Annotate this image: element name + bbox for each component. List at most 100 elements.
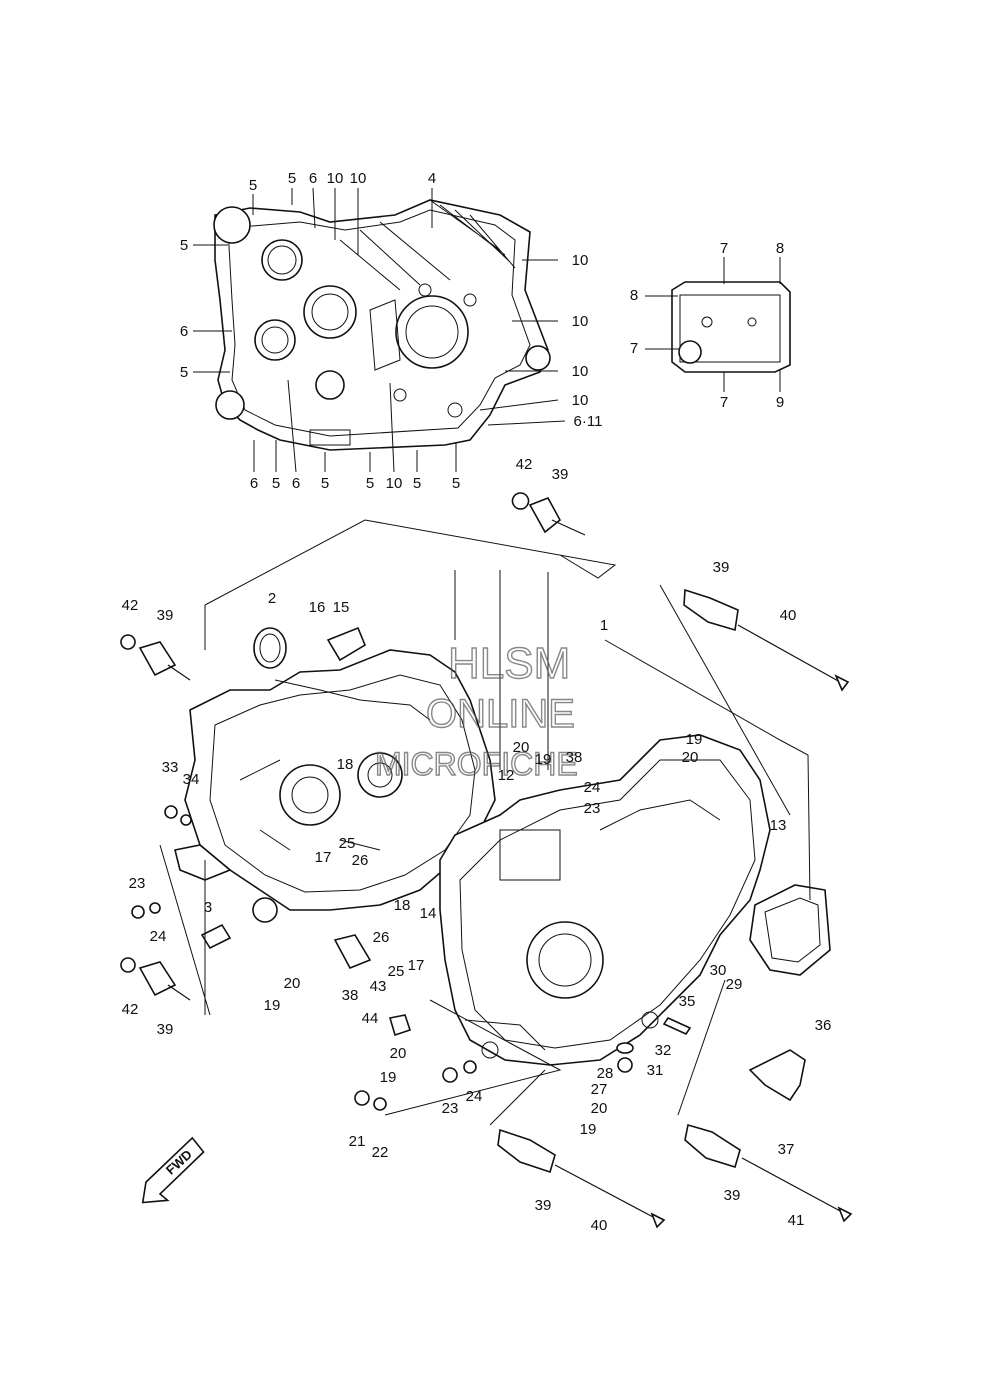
callout: 19 — [580, 1121, 597, 1138]
callout: 25 — [339, 835, 356, 852]
callout: 19 — [264, 997, 281, 1014]
callout: 5 — [272, 475, 280, 492]
callout: 41 — [788, 1212, 805, 1229]
callout: 9 — [776, 394, 784, 411]
callout: 23 — [584, 800, 601, 817]
callout: 32 — [655, 1042, 672, 1059]
callout: 30 — [710, 962, 727, 979]
callout: 3 — [204, 899, 212, 916]
callout: 39 — [535, 1197, 552, 1214]
callout: 20 — [513, 739, 530, 756]
callout: 10 — [572, 363, 589, 380]
callout: 36 — [815, 1017, 832, 1034]
callout: 31 — [647, 1062, 664, 1079]
callout: 24 — [150, 928, 167, 945]
watermark-line-1: HLSM — [448, 639, 570, 688]
callout: 39 — [552, 466, 569, 483]
watermark-line-2: ONLINE — [426, 692, 575, 736]
callout: 39 — [713, 559, 730, 576]
crankcase-left-half — [174, 649, 496, 923]
crankcase-cover-small — [671, 281, 791, 373]
callout: 15 — [333, 599, 350, 616]
callout: 26 — [373, 929, 390, 946]
callout: 19 — [686, 731, 703, 748]
callout-labels: 5 5 6 10 10 4 5 10 6 10 5 10 10 6·11 6 5… — [122, 170, 832, 1234]
callout: 2 — [268, 590, 276, 607]
callout: 7 — [720, 394, 728, 411]
callout: 5 — [413, 475, 421, 492]
callout: 38 — [342, 987, 359, 1004]
callout: 8 — [776, 240, 784, 257]
callout: 17 — [408, 957, 425, 974]
callout: 22 — [372, 1144, 389, 1161]
callout: 14 — [420, 905, 437, 922]
callout: 10 — [350, 170, 367, 187]
callout: 6 — [309, 170, 317, 187]
callout: 26 — [352, 852, 369, 869]
callout: 6 — [292, 475, 300, 492]
callout-leaders — [193, 187, 781, 473]
callout: 12 — [498, 767, 515, 784]
callout: 1 — [600, 617, 608, 634]
callout: 5 — [249, 177, 257, 194]
callout: 10 — [327, 170, 344, 187]
callout: 23 — [442, 1100, 459, 1117]
callout: 20 — [591, 1100, 608, 1117]
callout: 13 — [770, 817, 787, 834]
crankcase-face-view — [213, 199, 551, 451]
callout: 16 — [309, 599, 326, 616]
callout: 4 — [428, 170, 436, 187]
callout: 42 — [516, 456, 533, 473]
callout: 44 — [362, 1010, 379, 1027]
callout: 6 — [250, 475, 258, 492]
callout: 33 — [162, 759, 179, 776]
callout: 10 — [572, 252, 589, 269]
callout: 10 — [386, 475, 403, 492]
callout: 18 — [394, 897, 411, 914]
watermark-line-3: MICROFICHE — [375, 746, 578, 782]
callout: 27 — [591, 1081, 608, 1098]
leader-brackets — [159, 519, 811, 1126]
callout: 5 — [321, 475, 329, 492]
callout: 37 — [778, 1141, 795, 1158]
callout: 40 — [591, 1217, 608, 1234]
callout: 43 — [370, 978, 387, 995]
crankcase-right-half — [439, 734, 831, 1066]
callout: 5 — [180, 364, 188, 381]
callout: 7 — [720, 240, 728, 257]
callout: 19 — [380, 1069, 397, 1086]
callout: 19 — [535, 751, 552, 768]
callout: 39 — [157, 607, 174, 624]
callout: 8 — [630, 287, 638, 304]
callout: 10 — [572, 392, 589, 409]
fwd-arrow-icon: FWD — [141, 1136, 205, 1204]
callout: 6·11 — [574, 413, 603, 430]
callout: 29 — [726, 976, 743, 993]
callout: 24 — [466, 1088, 483, 1105]
callout: 6 — [180, 323, 188, 340]
callout: 39 — [157, 1021, 174, 1038]
callout: 5 — [180, 237, 188, 254]
callout: 10 — [572, 313, 589, 330]
watermark: HLSM ONLINE MICROFICHE — [374, 638, 578, 782]
callout: 7 — [630, 340, 638, 357]
callout: 34 — [183, 771, 200, 788]
callout: 20 — [284, 975, 301, 992]
callout: 5 — [452, 475, 460, 492]
callout: 24 — [584, 779, 601, 796]
callout: 21 — [349, 1133, 366, 1150]
callout: 17 — [315, 849, 332, 866]
callout: 5 — [288, 170, 296, 187]
callout: 25 — [388, 963, 405, 980]
callout: 28 — [597, 1065, 614, 1082]
callout: 39 — [724, 1187, 741, 1204]
callout: 18 — [337, 756, 354, 773]
hardware-parts — [120, 492, 853, 1229]
callout: 23 — [129, 875, 146, 892]
callout: 42 — [122, 1001, 139, 1018]
callout: 5 — [366, 475, 374, 492]
callout: 40 — [780, 607, 797, 624]
callout: 42 — [122, 597, 139, 614]
callout: 20 — [390, 1045, 407, 1062]
